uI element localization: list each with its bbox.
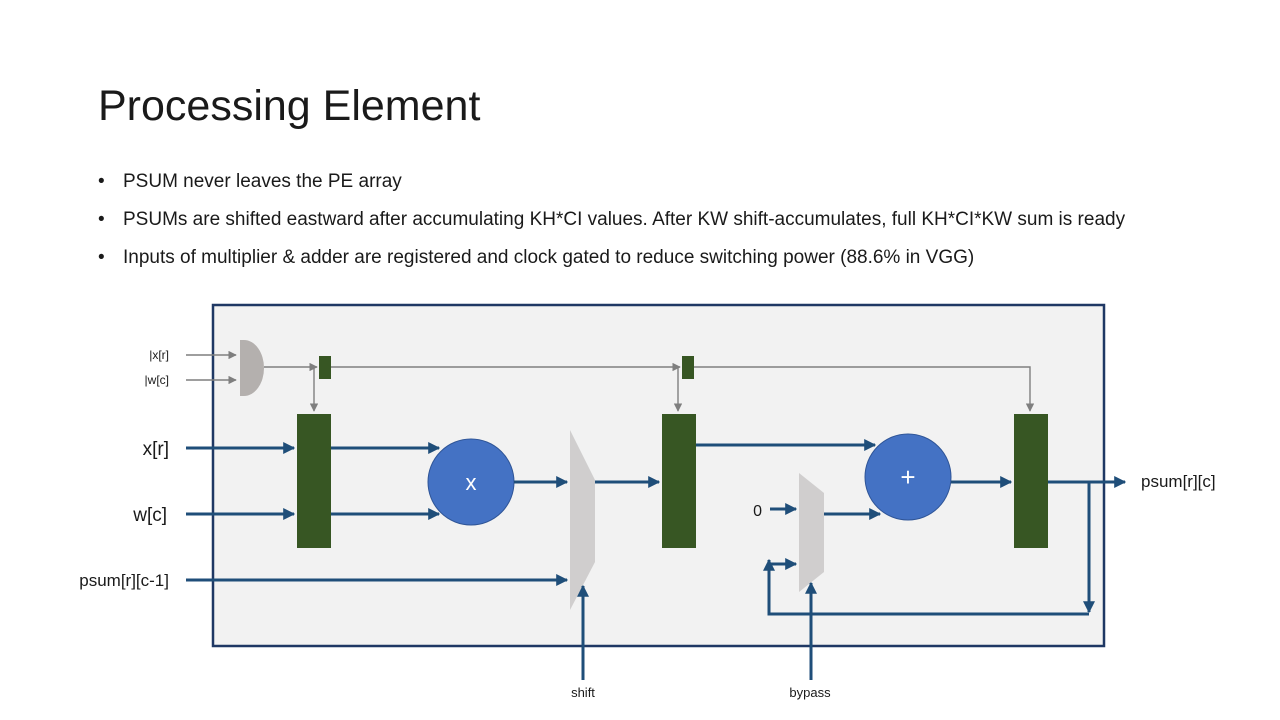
input-register [297,414,331,548]
psum-input-label: psum[r][c-1] [79,571,169,590]
slide-title: Processing Element [98,82,481,130]
x-flag-label: |x[r] [149,348,169,362]
bullet-item: PSUMs are shifted eastward after accumul… [98,206,1125,234]
adder-symbol: + [900,462,915,492]
bullet-item: PSUM never leaves the PE array [98,168,1125,196]
shift-mux [570,430,595,610]
clock-gate-latch-1 [319,356,331,379]
bullet-item: Inputs of multiplier & adder are registe… [98,244,1125,272]
bullet-list: PSUM never leaves the PE array PSUMs are… [98,168,1125,282]
x-input-label: x[r] [143,439,169,460]
pe-boundary [211,303,1106,648]
shift-label: shift [571,685,595,700]
bypass-label: bypass [789,685,831,700]
output-register [1014,414,1048,548]
clock-gate-latch-2 [682,356,694,379]
adder [864,433,952,521]
and-gate [240,340,264,396]
clock-gating-wires [186,350,1035,412]
multiplier-symbol: x [466,470,477,495]
bypass-mux [799,473,824,592]
psum-output-label: psum[r][c] [1141,472,1216,491]
w-flag-label: |w[c] [145,373,169,387]
w-input-label: w[c] [132,505,167,526]
data-wires [186,439,1127,680]
mid-register [662,414,696,548]
zero-label: 0 [753,503,762,520]
